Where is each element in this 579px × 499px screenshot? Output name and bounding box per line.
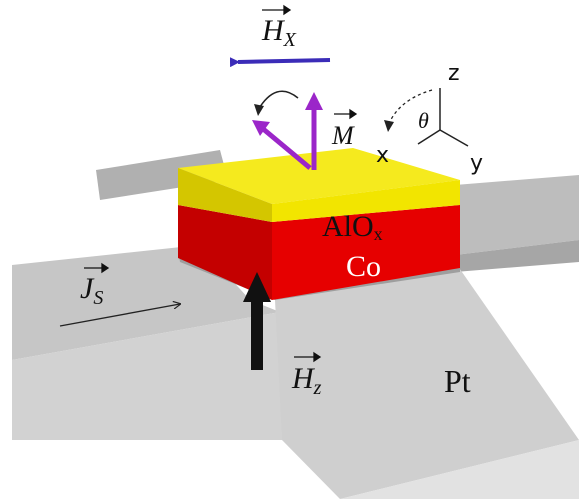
axes xyxy=(417,88,469,147)
hz-label: Hz xyxy=(291,362,322,399)
js-arrow xyxy=(59,304,180,327)
hz-arrow xyxy=(243,272,271,370)
js-label: JS xyxy=(80,272,103,309)
x-axis xyxy=(417,129,441,145)
axis-x-label: x xyxy=(376,143,389,168)
curved-arrow-icon xyxy=(254,90,299,116)
alox-layer xyxy=(178,148,460,222)
pt-bar-front-right xyxy=(275,262,579,499)
co-layer xyxy=(178,205,460,300)
y-axis xyxy=(439,129,469,147)
alox-top-face xyxy=(178,148,460,204)
pt-bar-right xyxy=(455,175,579,255)
pt-bar-left-back xyxy=(96,150,228,200)
axis-y-label: y xyxy=(470,151,483,176)
hx-label: HX xyxy=(261,14,297,51)
m-label: M xyxy=(331,121,355,150)
theta-label: θ xyxy=(418,108,429,133)
co-label: Co xyxy=(346,250,381,283)
m-arrows xyxy=(252,92,323,170)
alox-label: AlOx xyxy=(322,210,383,244)
vector-overbars xyxy=(84,4,358,363)
dashed-arc-icon xyxy=(384,89,433,132)
pt-label: Pt xyxy=(444,363,471,399)
axis-z-label: z xyxy=(448,61,460,86)
hx-arrow xyxy=(229,57,331,68)
